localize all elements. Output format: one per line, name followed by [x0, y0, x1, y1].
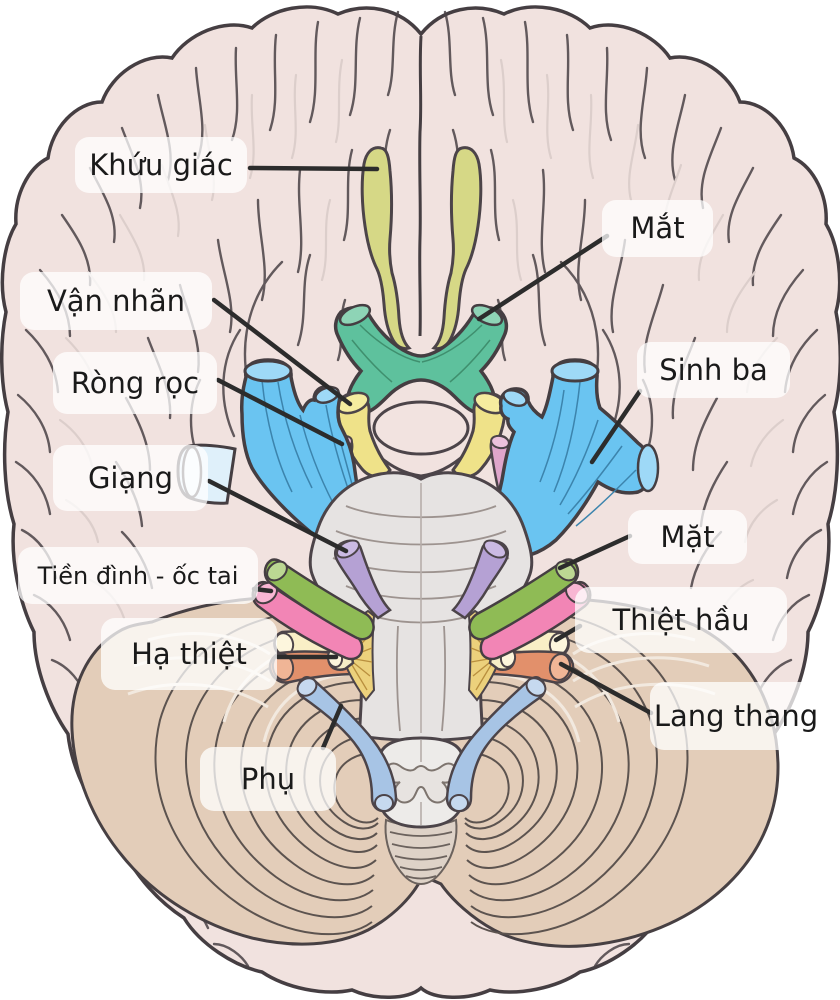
spinal-cord-column: [384, 818, 458, 886]
label-abducens-text: Giạng: [87, 460, 174, 495]
label-facial-text: Mặt: [660, 519, 715, 554]
pointer-lines: [206, 165, 654, 751]
label-olfactory-text: Khứu giác: [89, 147, 233, 182]
label-facial: Mặt: [628, 510, 747, 564]
pointer-trigeminal: [589, 388, 643, 465]
pointer-facial: [557, 533, 633, 571]
label-abducens: Giạng: [53, 445, 208, 511]
pointer-optic: [476, 233, 610, 322]
trigeminal-nerve-right: [484, 358, 660, 561]
label-trochlear: Ròng rọc: [53, 352, 217, 414]
pointer-oculomotor: [211, 297, 353, 407]
abducens-nerve: [334, 539, 392, 620]
label-optic: Mắt: [602, 200, 713, 257]
optic-chiasm: [333, 303, 509, 416]
label-trigeminal: Sinh ba: [637, 342, 790, 398]
pointer-vagus: [558, 661, 654, 716]
interpeduncular-oval: [372, 400, 470, 456]
label-trigeminal-text: Sinh ba: [659, 352, 768, 387]
accessory-cut-lower: [374, 794, 394, 812]
longitudinal-fissure: [418, 35, 423, 337]
label-olfactory: Khứu giác: [75, 137, 247, 193]
label-trochlear-text: Ròng rọc: [70, 365, 200, 400]
label-oculomotor: Vận nhãn: [20, 272, 212, 330]
label-optic-text: Mắt: [630, 211, 685, 245]
accessory-cut-upper: [296, 677, 318, 697]
abducens-cut-end: [336, 539, 360, 559]
pointer-accessory: [320, 703, 344, 751]
label-vagus-text: Lang thang: [653, 698, 819, 733]
oculomotor-nerve: [336, 391, 392, 479]
label-hypoglossal: Hạ thiệt: [101, 618, 277, 690]
pointer-olfactory: [247, 165, 380, 172]
label-vestibulocochlear-text: Tiền đình - ốc tai: [37, 561, 239, 590]
optic-nerve-cut-left: [338, 303, 372, 327]
spinal-cord-segment-lines: [389, 831, 453, 880]
label-oculomotor-text: Vận nhãn: [46, 283, 186, 318]
facial-cut-end: [266, 560, 288, 582]
trigeminal-fibers-right: [539, 381, 637, 527]
pointer-abducens: [206, 478, 349, 554]
accessory-nerve: [296, 675, 398, 813]
trigeminal-cut-lateral-right: [636, 443, 660, 493]
spinal-cord-cross-section: [376, 736, 466, 829]
label-hypoglossal-text: Hạ thiệt: [131, 636, 247, 671]
label-vestibulocochlear: Tiền đình - ốc tai: [18, 547, 258, 604]
facial-nerve: [263, 558, 375, 641]
peduncle-inner-curves: [373, 450, 469, 478]
trigeminal-cut-big-left: [243, 359, 293, 383]
lower-cranial-nerves-left: [251, 539, 398, 813]
trigeminal-cut-big-right: [550, 359, 600, 383]
label-glossopharyngeal-text: Thiệt hầu: [612, 602, 750, 637]
label-accessory: Phụ: [200, 747, 336, 811]
label-accessory-text: Phụ: [240, 761, 296, 796]
label-glossopharyngeal: Thiệt hầu: [575, 587, 787, 653]
label-vagus: Lang thang: [650, 682, 822, 750]
optic-fiber-lines: [351, 324, 491, 383]
pointer-trochlear: [215, 377, 345, 447]
trigeminal-cut-small-right: [502, 388, 528, 408]
